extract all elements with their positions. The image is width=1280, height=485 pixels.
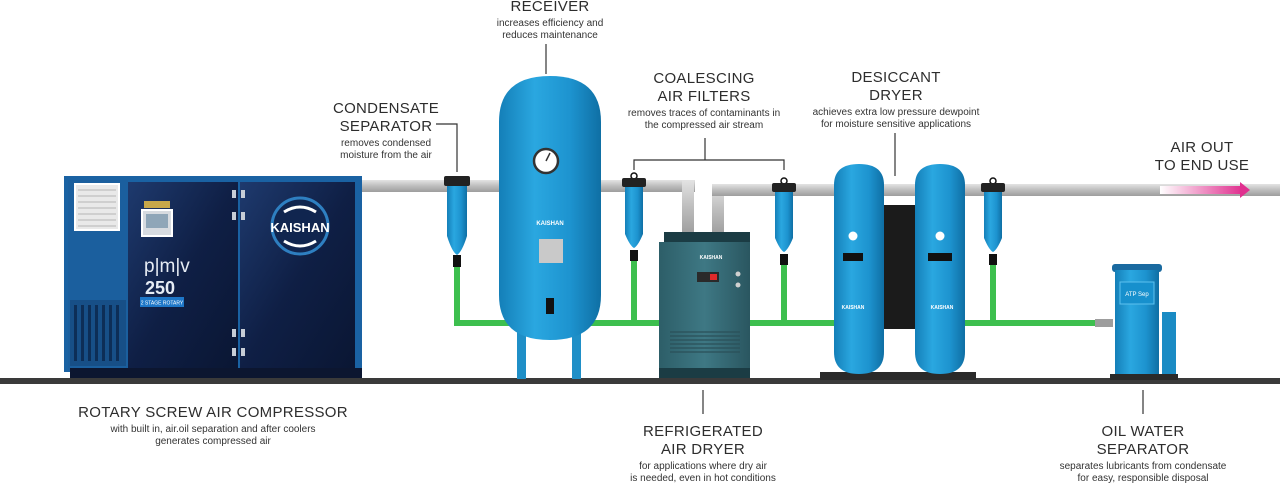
- compressor-brand-logo: KAISHAN: [270, 220, 329, 235]
- leader-lines: [436, 44, 1144, 414]
- air-out-label: AIR OUT TO END USE: [1142, 139, 1262, 175]
- refrigerated-air-dryer: KAISHAN: [659, 232, 750, 378]
- desiccant-dryer-title-line-1: DESICCANT: [851, 69, 941, 86]
- oil-water-separator-desc-line-1: separates lubricants from condensate: [1059, 461, 1227, 472]
- refrigerated-dryer-label: REFRIGERATED AIR DRYER for applications …: [603, 423, 803, 485]
- compressor-model-line: p|m|v: [144, 256, 190, 277]
- oil-water-separator-label: ATP Sep: [1125, 292, 1149, 298]
- coalescing-filter-1: [622, 172, 646, 261]
- receiver-desc-line-2: reduces maintenance: [502, 30, 598, 41]
- receiver-brand-logo: KAISHAN: [536, 221, 563, 227]
- desiccant-dryer: KAISHAN KAISHAN: [820, 164, 976, 380]
- desiccant-dryer-title-line-2: DRYER: [869, 87, 923, 104]
- dryer-display: [697, 272, 719, 282]
- side-louver-slots: [74, 305, 119, 361]
- rotary-screw-compressor: KAISHAN p|m|v 250 2 STAGE ROTARY: [64, 176, 362, 378]
- dryer-brand-logo: KAISHAN: [700, 255, 723, 261]
- desiccant-dryer-label: DESICCANT DRYER achieves extra low press…: [796, 69, 996, 131]
- status-light-bar: [144, 201, 170, 208]
- vent-grille: [74, 183, 120, 231]
- vent-grille-lines: [78, 189, 116, 227]
- compressor-desc-line-1: with built in, air.oil separation and af…: [110, 424, 316, 435]
- condensate-separator-label: CONDENSATE SEPARATOR removes condensed m…: [316, 100, 456, 162]
- receiver-desc-line-1: increases efficiency and: [496, 18, 604, 29]
- air-out-title-line-2: TO END USE: [1154, 157, 1250, 174]
- compressor-model-number: 250: [145, 278, 175, 298]
- drain-inlet-fitting: [1095, 319, 1113, 327]
- condensate-separator-desc-line-1: removes condensed: [340, 138, 432, 149]
- desiccant-brand-logo-left: KAISHAN: [842, 305, 865, 311]
- condensate-separator-title-line-2: SEPARATOR: [339, 118, 433, 135]
- compressor-stage-label: 2 STAGE ROTARY: [141, 301, 184, 307]
- final-filter: [981, 177, 1005, 265]
- coalescing-filters-label: COALESCING AIR FILTERS removes traces of…: [604, 70, 804, 132]
- dryer-vent: [670, 331, 740, 353]
- compressor-title: ROTARY SCREW AIR COMPRESSOR: [78, 404, 348, 421]
- air-out-arrow: [1160, 182, 1250, 198]
- coalescing-filters-desc-line-2: the compressed air stream: [644, 120, 764, 131]
- door-hinges: [232, 190, 245, 356]
- refrigerated-dryer-desc-line-2: is needed, even in hot conditions: [630, 473, 776, 484]
- receiver-plate: [539, 239, 563, 263]
- condensate-separator-desc-line-2: moisture from the air: [340, 150, 432, 161]
- coalescing-filters-title-line-2: AIR FILTERS: [657, 88, 751, 105]
- refrigerated-dryer-desc-line-1: for applications where dry air: [639, 461, 767, 472]
- floor-line: [0, 378, 1280, 384]
- air-out-title-line-1: AIR OUT: [1170, 139, 1234, 156]
- compressor-desc-line-2: generates compressed air: [155, 436, 271, 447]
- compressor-label: ROTARY SCREW AIR COMPRESSOR with built i…: [58, 404, 368, 448]
- oil-water-separator-title-line-2: SEPARATOR: [1096, 441, 1190, 458]
- refrigerated-dryer-title-line-1: REFRIGERATED: [643, 423, 763, 440]
- coalescing-filters-desc-line-1: removes traces of contaminants in: [627, 108, 781, 119]
- coalescing-filters-title-line-1: COALESCING: [653, 70, 755, 87]
- desiccant-tower-left: [834, 164, 884, 374]
- receiver-label: RECEIVER increases efficiency and reduce…: [470, 0, 630, 42]
- receiver-title: RECEIVER: [510, 0, 590, 15]
- air-pipe: [360, 180, 1280, 235]
- desiccant-brand-logo-right: KAISHAN: [931, 305, 954, 311]
- refrigerated-dryer-title-line-2: AIR DRYER: [660, 441, 746, 458]
- coalescing-filter-2: [772, 177, 796, 265]
- oil-water-separator-title-line-1: OIL WATER: [1101, 423, 1185, 440]
- desiccant-dryer-desc-line-1: achieves extra low pressure dewpoint: [812, 107, 980, 118]
- oil-water-separator: ATP Sep: [1110, 264, 1178, 380]
- oil-water-separator-text-label: OIL WATER SEPARATOR separates lubricants…: [1043, 423, 1243, 485]
- desiccant-tower-right: [915, 164, 965, 374]
- air-receiver-tank: KAISHAN: [499, 76, 601, 379]
- condensate-separator-title-line-1: CONDENSATE: [332, 100, 440, 117]
- condensate-separator: [444, 176, 470, 267]
- desiccant-dryer-desc-line-2: for moisture sensitive applications: [820, 119, 972, 130]
- oil-water-separator-desc-line-2: for easy, responsible disposal: [1077, 473, 1209, 484]
